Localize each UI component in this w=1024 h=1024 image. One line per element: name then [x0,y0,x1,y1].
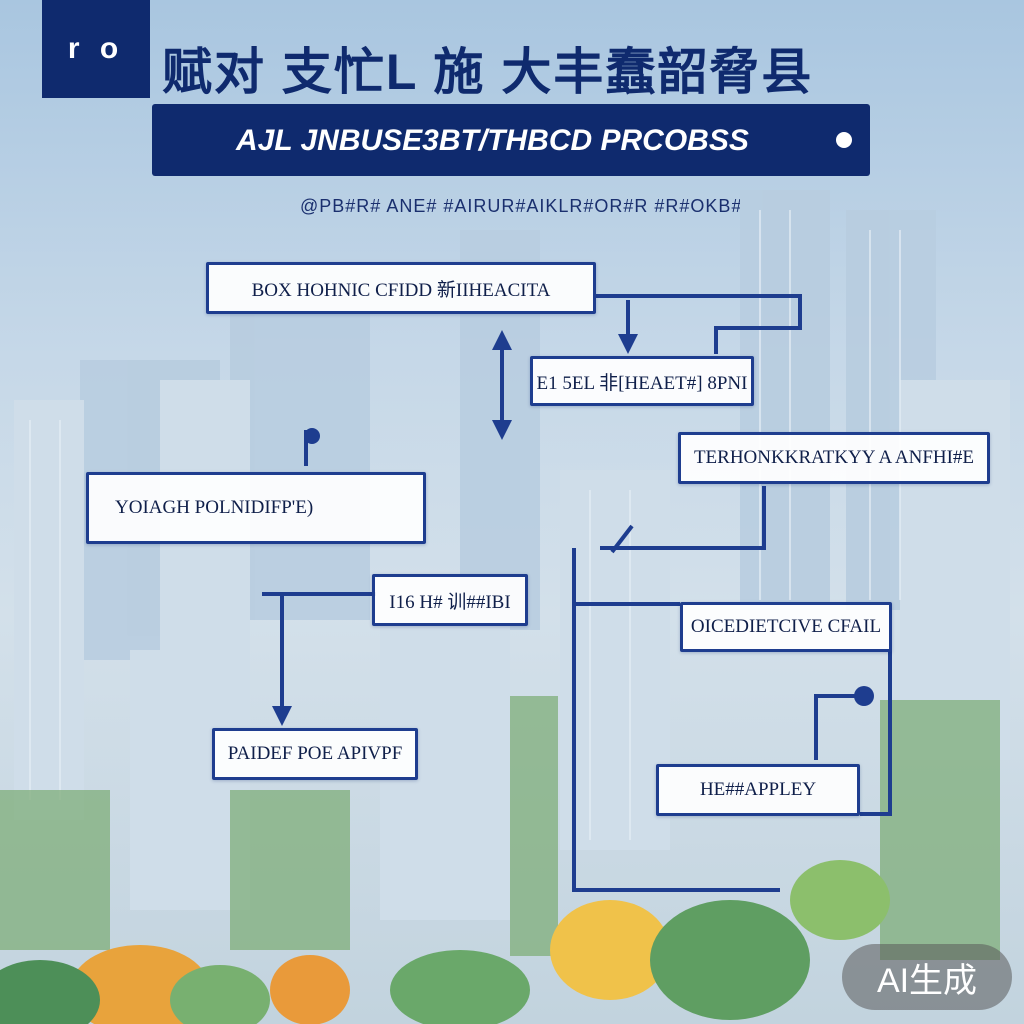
connector-node-dot [854,686,874,706]
process-node-8-label: HE##APPLEY [699,779,817,800]
process-node-5: I16 H# 训##IBI [372,574,528,626]
connector-main-loop [572,548,780,892]
connector-n3-down [600,486,766,550]
process-node-3-label: TERHONKKRATKYY A ANFHI#E [693,447,975,468]
banner-title: AJL JNBUSE3BT/THBCD PRCOBSS [236,124,749,157]
subtitle: @PB#R# ANE# #AIRUR#AIKLR#OR#R #R#OKB#-#B… [300,196,740,216]
connector-diagonal [610,524,634,554]
process-node-4-label: YOIAGH POLNIDIFP'E) [115,497,314,518]
ai-generated-label: AI生成 [876,961,978,1000]
page-title: 赋对 支忙L 施 大丰蠢韶脅县 [162,44,814,100]
process-node-6-label: OICEDIETCIVE CFAIL [690,616,882,637]
logo-box: r o [42,0,150,98]
process-node-1: BOX HOHNIC CFIDD 新IIHEACITA [206,262,596,314]
process-node-2: E1 5EL 非[HEAET#] 8PNI [530,356,754,406]
logo-text: r o [67,32,125,65]
process-node-1-label: BOX HOHNIC CFIDD 新IIHEACITA [251,279,551,301]
process-node-4: YOIAGH POLNIDIFP'E) [86,472,426,544]
connector-node-dot-left [304,428,320,444]
process-node-7: PAIDEF POE APIVPF [212,728,418,780]
process-node-5-label: I16 H# 训##IBI [389,591,511,613]
connector-n6-loop [576,602,892,816]
ai-generated-badge: AI生成 [842,944,1012,1010]
connector-n8-up [814,694,862,760]
process-node-7-label: PAIDEF POE APIVPF [227,743,403,764]
connector-n1-n2 [596,294,802,354]
process-node-8: HE##APPLEY [656,764,860,816]
process-node-2-label: E1 5EL 非[HEAET#] 8PNI [536,372,748,394]
process-banner: AJL JNBUSE3BT/THBCD PRCOBSS [152,104,870,176]
banner-dot-icon [836,132,852,148]
process-node-3: TERHONKKRATKYY A ANFHI#E [678,432,990,484]
connector-n5-n7 [262,592,376,716]
process-node-6: OICEDIETCIVE CFAIL [680,602,892,652]
